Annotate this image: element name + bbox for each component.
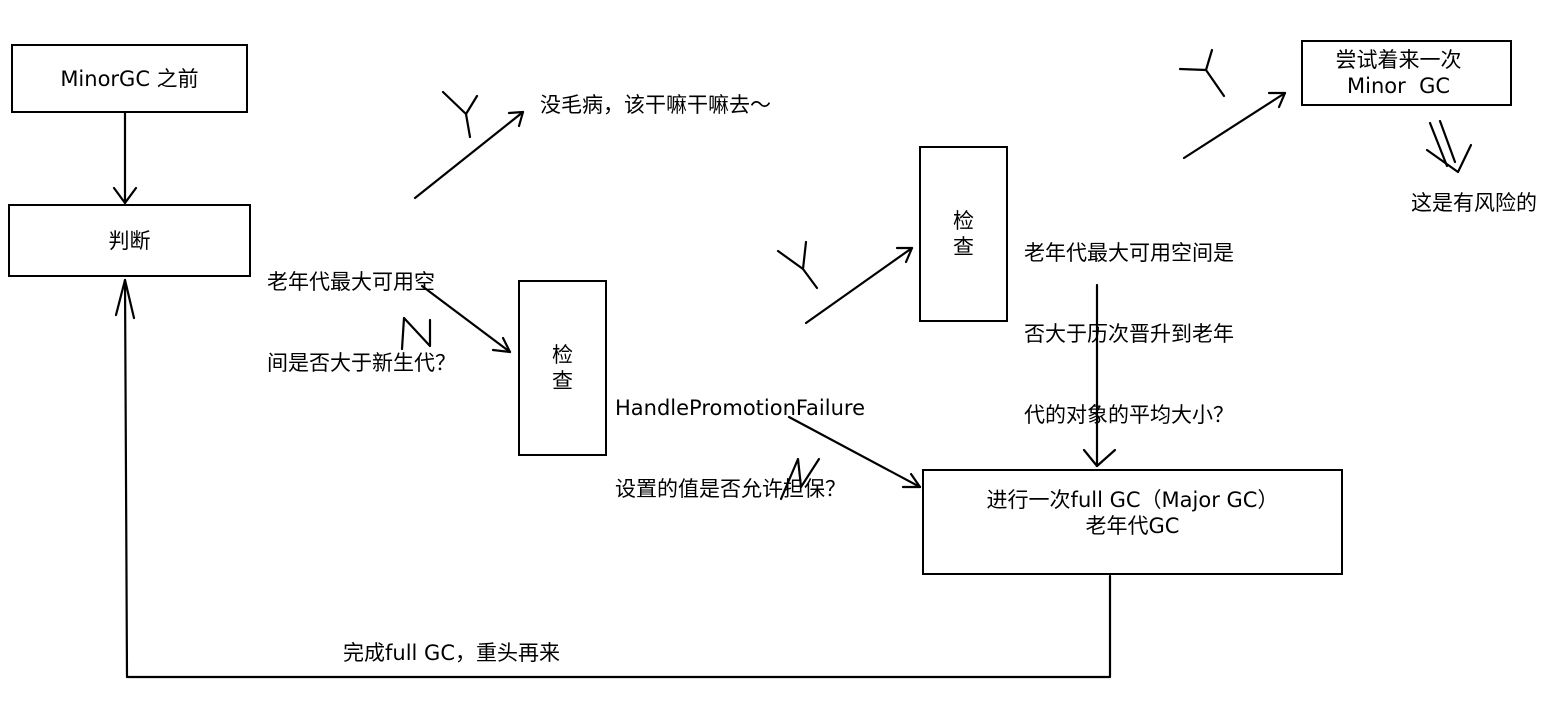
try-minor-gc-label-1: 尝试着来一次: [1335, 48, 1462, 72]
before-minor-gc-label: MinorGC 之前: [60, 66, 199, 91]
arrow-yes-to-check2: [804, 246, 914, 325]
y-mark-2: [776, 240, 819, 290]
restart-text: 完成full GC，重头再来: [343, 641, 560, 665]
try-minor-gc-box: 尝试着来一次 Minor GC: [1301, 40, 1512, 106]
no-problem-text: 没毛病，该干嘛干嘛去～: [540, 93, 771, 117]
arrow-risk: [1428, 121, 1449, 168]
check2-box: 检 查: [919, 146, 1008, 322]
y-mark-1: [441, 90, 479, 139]
check1-label-2: 查: [552, 369, 573, 393]
arrow-yes-to-minor: [1182, 91, 1287, 160]
question1-text: 老年代最大可用空 间是否大于新生代？: [267, 215, 456, 404]
arrow-no-to-fullgc: [787, 415, 922, 489]
arrow-loop-back: [123, 278, 1112, 679]
check1-box: 检 查: [518, 280, 607, 456]
n-mark-1: [400, 316, 432, 351]
question2-line-1: HandlePromotionFailure: [615, 396, 865, 420]
question1-line-1: 老年代最大可用空: [267, 270, 435, 294]
question3-line-1: 老年代最大可用空间是: [1024, 241, 1234, 265]
check2-label-2: 查: [953, 235, 974, 259]
question3-line-2: 否大于历次晋升到老年: [1024, 322, 1234, 346]
judge-label: 判断: [108, 228, 151, 253]
full-gc-box: 进行一次full GC（Major GC） 老年代GC: [922, 469, 1343, 575]
check1-label-1: 检: [552, 343, 573, 367]
n-mark-2: [779, 457, 821, 501]
try-minor-gc-label-2: Minor GC: [1346, 74, 1451, 98]
question2-line-2: 设置的值是否允许担保？: [615, 477, 846, 501]
full-gc-label-2: 老年代GC: [1085, 514, 1180, 538]
check2-label-1: 检: [953, 209, 974, 233]
judge-box: 判断: [8, 204, 251, 277]
question1-line-2: 间是否大于新生代？: [267, 351, 456, 375]
question3-text: 老年代最大可用空间是 否大于历次晋升到老年 代的对象的平均大小？: [1024, 186, 1234, 456]
before-minor-gc-box: MinorGC 之前: [11, 44, 248, 113]
risky-text: 这是有风险的: [1411, 191, 1537, 215]
question2-text: HandlePromotionFailure 设置的值是否允许担保？: [615, 341, 865, 530]
arrow-no-to-check1: [420, 284, 512, 354]
y-mark-3: [1178, 48, 1226, 98]
question3-line-3: 代的对象的平均大小？: [1024, 403, 1234, 427]
full-gc-label-1: 进行一次full GC（Major GC）: [986, 488, 1279, 512]
arrow-yes-no-problem: [413, 110, 525, 200]
